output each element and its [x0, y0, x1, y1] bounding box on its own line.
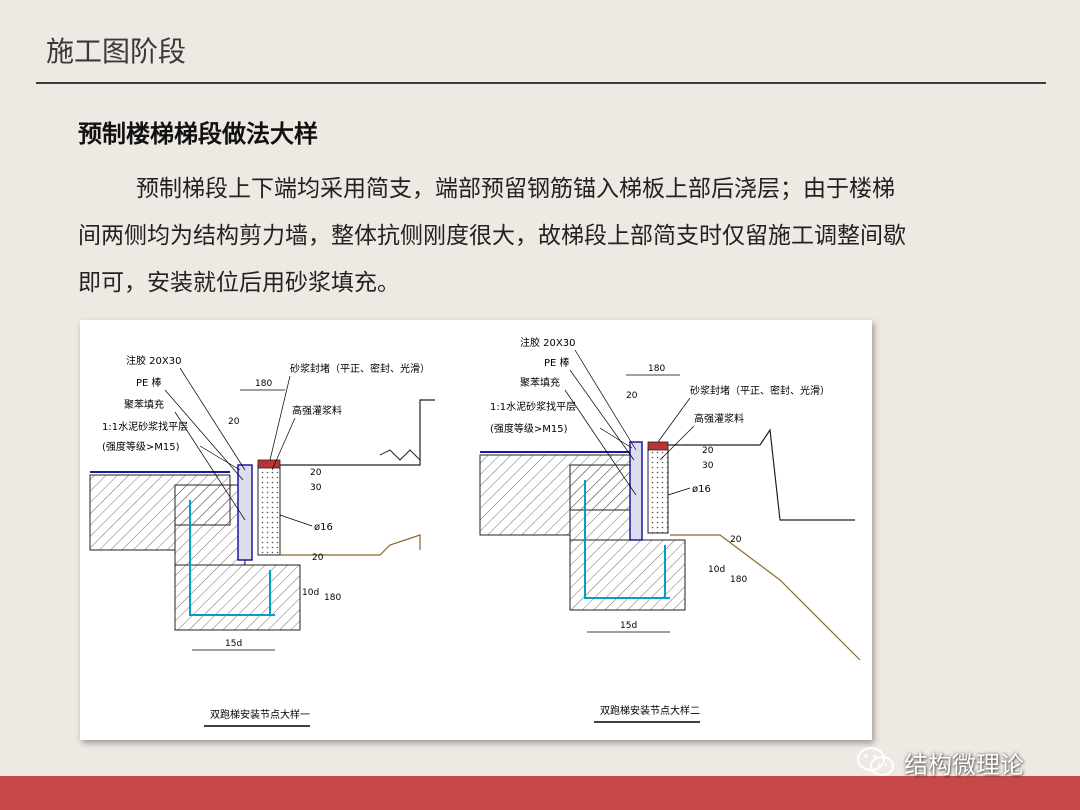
- right-label-seal: 砂浆封堵（平正、密封、光滑）: [690, 384, 830, 397]
- left-grout: [257, 464, 281, 556]
- left-label-rebar: ø16: [314, 522, 333, 533]
- right-beam-upper: [569, 464, 631, 541]
- page-title: 施工图阶段: [46, 35, 187, 68]
- right-rebar: [584, 480, 670, 599]
- left-stair-bottom: [280, 534, 421, 556]
- section-title: 预制楼梯梯段做法大样: [78, 120, 318, 148]
- cad-drawing-svg: 180 20 20 30 20 10d 180 15d 注胶 20X30 PE …: [89, 336, 861, 727]
- watermark-text: 结构微理论: [904, 750, 1024, 779]
- left-dim-20-c: 20: [312, 553, 324, 563]
- cad-drawing: 180 20 20 30 20 10d 180 15d 注胶 20X30 PE …: [80, 320, 872, 740]
- left-label-foam: 聚苯填充: [124, 398, 164, 411]
- right-dim-15d: 15d: [620, 621, 637, 631]
- left-label-grout: 高强灌浆料: [292, 404, 342, 417]
- right-dim-30: 30: [702, 461, 714, 471]
- right-label-rebar: ø16: [692, 484, 711, 495]
- right-label-strength: (强度等级>M15): [490, 422, 568, 435]
- right-dim-180-b: 180: [730, 575, 747, 585]
- left-dim-180: 180: [255, 379, 272, 389]
- body-line-3: 即可，安装就位后用砂浆填充。: [78, 270, 400, 296]
- right-stair-bottom: [670, 534, 861, 661]
- left-label-seal: 砂浆封堵（平正、密封、光滑）: [290, 362, 430, 375]
- detail-left: 180 20 20 30 20 10d 180 15d 注胶 20X30 PE …: [89, 354, 435, 727]
- right-dim-10d: 10d: [708, 565, 725, 575]
- right-stair-top: [668, 428, 855, 521]
- left-foam-gap: [237, 464, 253, 561]
- left-label-mortar: 1:1水泥砂浆找平层: [102, 420, 188, 433]
- left-break-line: [379, 449, 421, 461]
- right-label-foam: 聚苯填充: [520, 376, 560, 389]
- right-seal: [647, 441, 669, 451]
- left-stair-top: [280, 399, 435, 466]
- left-label-pe: PE 棒: [136, 376, 162, 389]
- left-seal: [257, 459, 281, 469]
- right-dim-20: 20: [626, 391, 638, 401]
- footer-bar: [0, 776, 1080, 810]
- left-dim-20: 20: [228, 417, 240, 427]
- body-line-1: 预制梯段上下端均采用简支，端部预留钢筋锚入梯板上部后浇层；由于楼梯: [136, 176, 895, 202]
- right-dim-20-b: 20: [702, 446, 714, 456]
- left-dim-20-b: 20: [310, 468, 322, 478]
- body-paragraph: 预制梯段上下端均采用简支，端部预留钢筋锚入梯板上部后浇层；由于楼梯 间两侧均为结…: [78, 166, 1038, 307]
- wechat-icon: [857, 747, 894, 776]
- left-dim-30: 30: [310, 483, 322, 493]
- right-dim-20-c: 20: [730, 535, 742, 545]
- header-divider: [36, 82, 1046, 84]
- detail-right: 180 20 20 30 20 10d 180 15d 注胶 20X30 PE …: [479, 336, 861, 723]
- right-dim-180: 180: [648, 364, 665, 374]
- right-label-mortar: 1:1水泥砂浆找平层: [490, 400, 576, 413]
- right-beam-lower: [569, 539, 686, 611]
- left-beam-upper: [174, 484, 246, 566]
- left-label-strength: (强度等级>M15): [102, 440, 180, 453]
- right-label-grout: 高强灌浆料: [694, 412, 744, 425]
- right-label-glue: 注胶 20X30: [520, 336, 575, 349]
- left-caption: 双跑梯安装节点大样一: [210, 708, 310, 721]
- left-dim-180-b: 180: [324, 593, 341, 603]
- right-grout: [647, 447, 669, 534]
- right-label-pe: PE 棒: [544, 356, 570, 369]
- left-dim-15d: 15d: [225, 639, 242, 649]
- left-dim-10d: 10d: [302, 588, 319, 598]
- body-line-2: 间两侧均为结构剪力墙，整体抗侧刚度很大，故梯段上部简支时仅留施工调整间歇: [78, 223, 906, 249]
- left-rebar: [189, 500, 275, 616]
- left-label-glue: 注胶 20X30: [126, 354, 181, 367]
- watermark: 结构微理论: [856, 742, 1024, 782]
- left-beam-lower: [174, 564, 301, 631]
- right-caption: 双跑梯安装节点大样二: [600, 704, 700, 717]
- right-foam-gap: [629, 441, 643, 541]
